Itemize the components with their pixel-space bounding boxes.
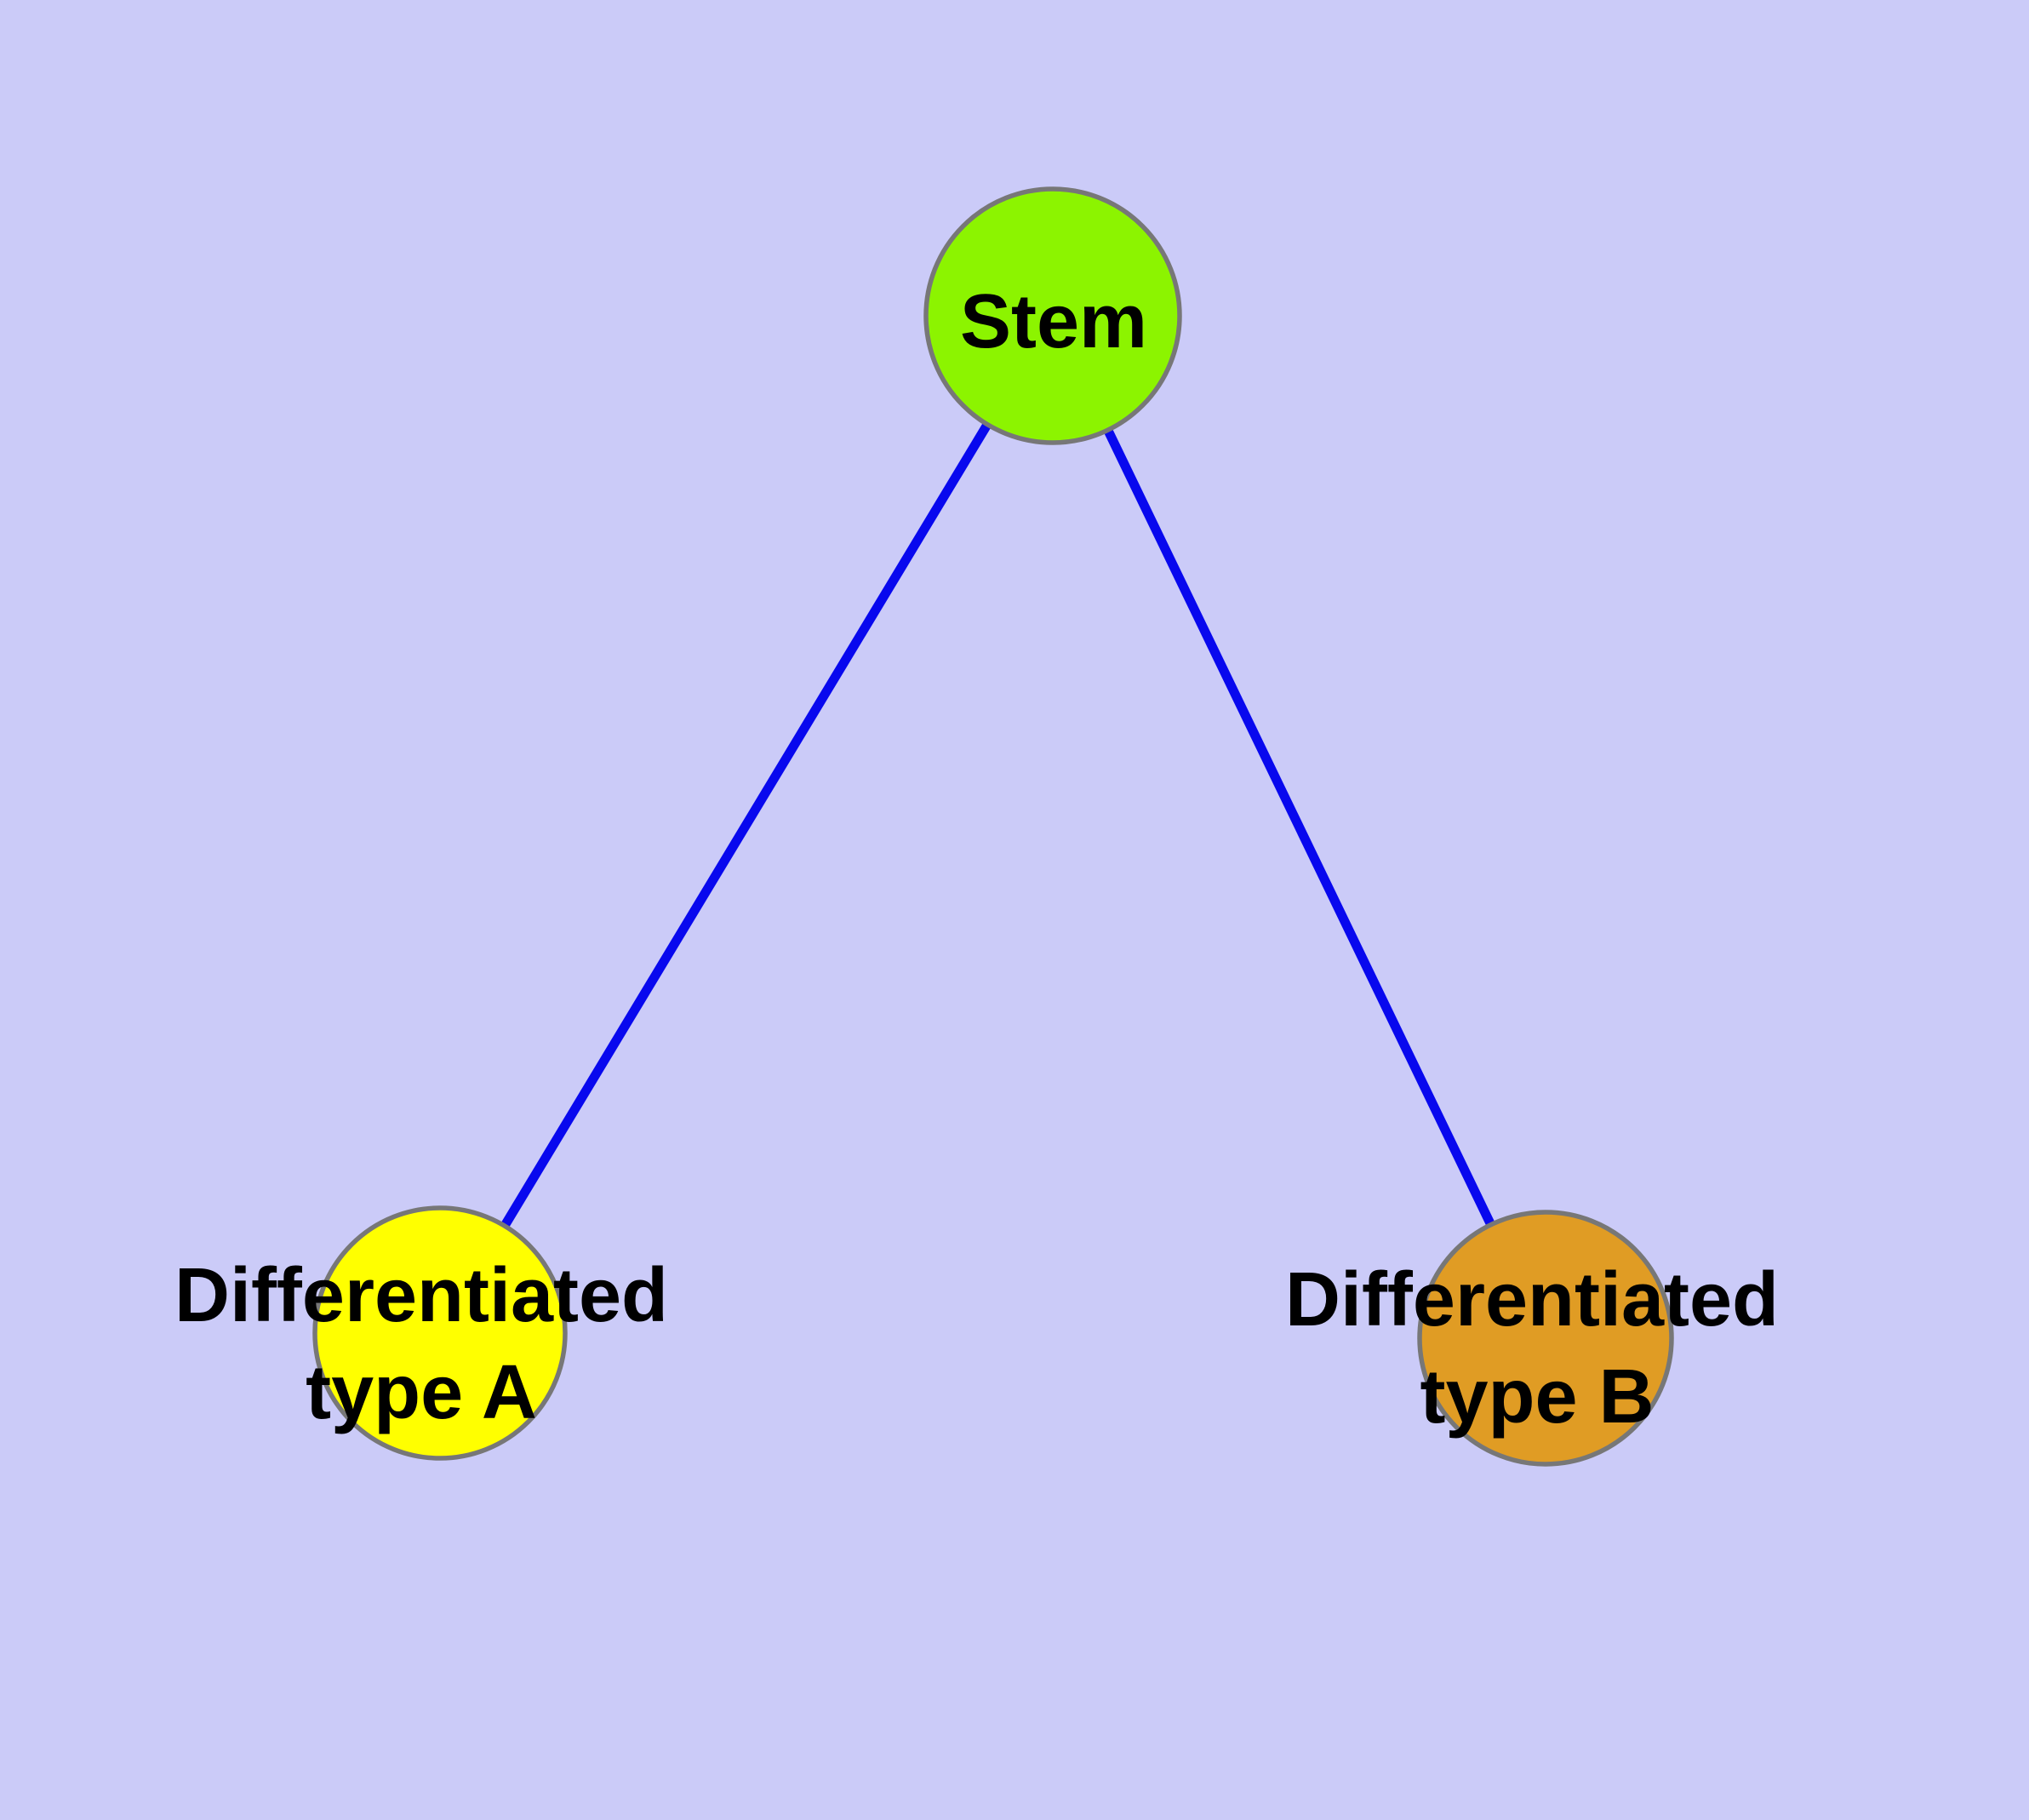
node-stem: [923, 186, 1182, 445]
edge-stem-to-type-a: [436, 313, 1057, 1336]
node-type-a-label-line1: Differentiated: [174, 1253, 668, 1338]
node-type-b-label-line2: type B: [1420, 1354, 1654, 1439]
node-differentiated-type-a: [312, 1205, 568, 1461]
node-type-b-label-line1: Differentiated: [1285, 1257, 1779, 1342]
node-stem-label: Stem: [960, 279, 1147, 364]
node-type-a-label-line2: type A: [306, 1350, 537, 1435]
node-differentiated-type-b: [1417, 1210, 1674, 1467]
edge-stem-to-type-b: [1049, 313, 1550, 1341]
